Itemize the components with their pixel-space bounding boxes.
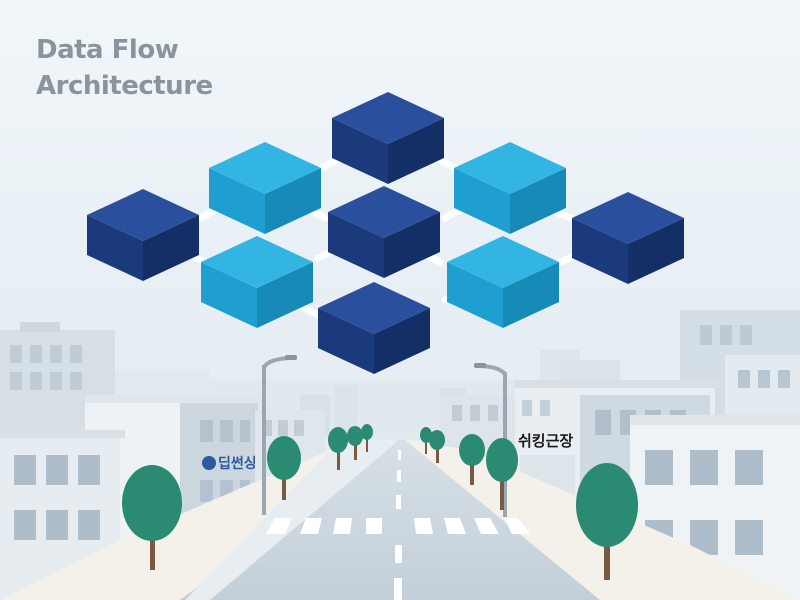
- right-sign-text: 쉬킹근장: [518, 432, 573, 450]
- data-node-light: [209, 142, 321, 234]
- data-nodes: [87, 92, 684, 374]
- street-lamp-left: [262, 355, 297, 515]
- data-node-light: [454, 142, 566, 234]
- right-storefront-sign: 쉬킹근장: [518, 432, 573, 450]
- data-node-dark: [87, 189, 199, 281]
- street: [0, 440, 800, 600]
- data-node-dark: [332, 92, 444, 184]
- title-line-2: Architecture: [36, 71, 213, 101]
- data-node-dark: [328, 186, 440, 278]
- sign-logo-icon: [202, 456, 216, 470]
- crosswalk: [266, 518, 530, 534]
- title-line-1: Data Flow: [36, 35, 179, 65]
- left-storefront-sign: 딥썬싱: [202, 455, 257, 472]
- data-node-light: [447, 236, 559, 328]
- data-node-light: [201, 236, 313, 328]
- left-sign-text: 딥썬싱: [218, 455, 257, 472]
- diagram-title: Data Flow Architecture: [36, 32, 213, 104]
- data-node-dark: [572, 192, 684, 284]
- data-node-dark: [318, 282, 430, 374]
- trees: [122, 424, 638, 580]
